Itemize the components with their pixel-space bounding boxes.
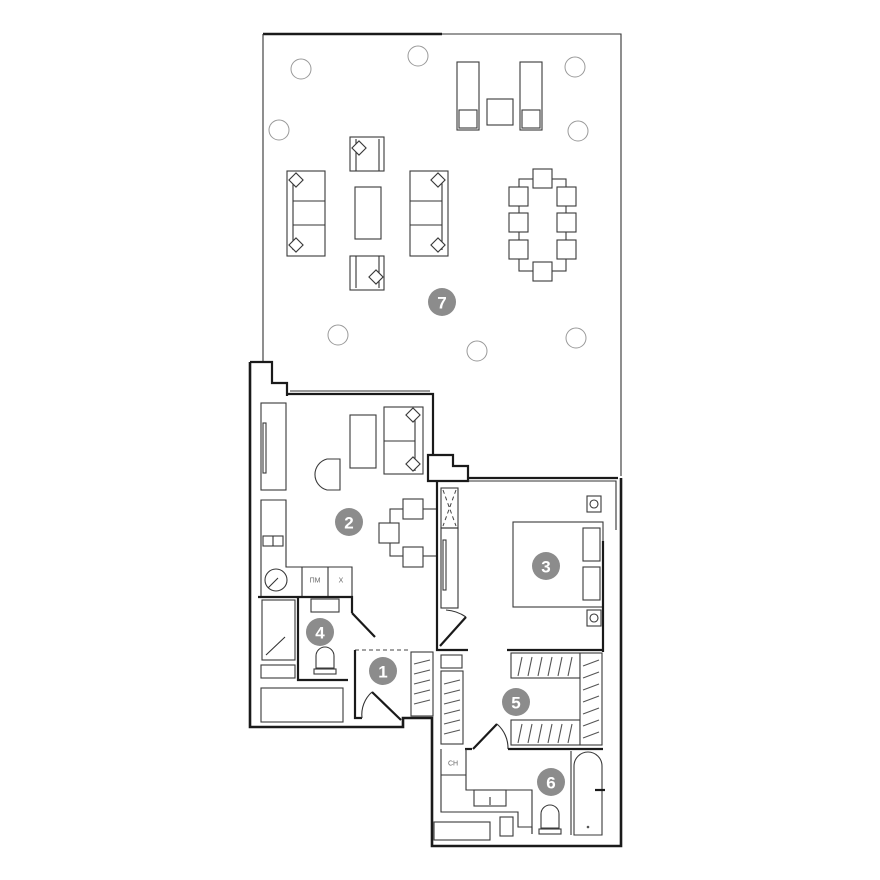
bathroom-shower: [258, 595, 376, 723]
utility-label: СН: [448, 761, 458, 768]
hallway: [353, 609, 468, 745]
terrace-area: [262, 32, 622, 476]
kitchen-living-room: ПМ Х: [260, 402, 459, 610]
svg-text:4: 4: [315, 624, 325, 643]
svg-text:2: 2: [344, 514, 353, 533]
outdoor-dining-icons: [508, 168, 577, 282]
svg-text:5: 5: [511, 694, 520, 713]
room-badge-3: 3: [532, 552, 560, 580]
room-badge-2: 2: [335, 508, 363, 536]
outdoor-lounge-icons: [286, 136, 449, 291]
svg-text:1: 1: [378, 663, 387, 682]
svg-text:7: 7: [437, 294, 446, 313]
dishwasher-label: ПМ: [310, 578, 321, 585]
svg-text:3: 3: [541, 558, 550, 577]
fridge-label: Х: [339, 578, 344, 585]
room-badge-1: 1: [369, 657, 397, 685]
cooktop-icon: [262, 535, 284, 547]
room-badge-6: 6: [537, 768, 565, 796]
svg-text:6: 6: [546, 774, 555, 793]
bathroom-tub: СН: [433, 749, 605, 841]
bedroom: [512, 495, 605, 652]
sink-round-icon: [264, 568, 288, 592]
room-badge-4: 4: [306, 618, 334, 646]
sun-lounger-icons: [456, 61, 543, 131]
exterior-walls: [248, 360, 623, 848]
room-badge-7: 7: [428, 288, 456, 316]
planter-icons: [268, 45, 589, 362]
room-badge-5: 5: [502, 688, 530, 716]
walk-in-closet: [465, 648, 603, 751]
